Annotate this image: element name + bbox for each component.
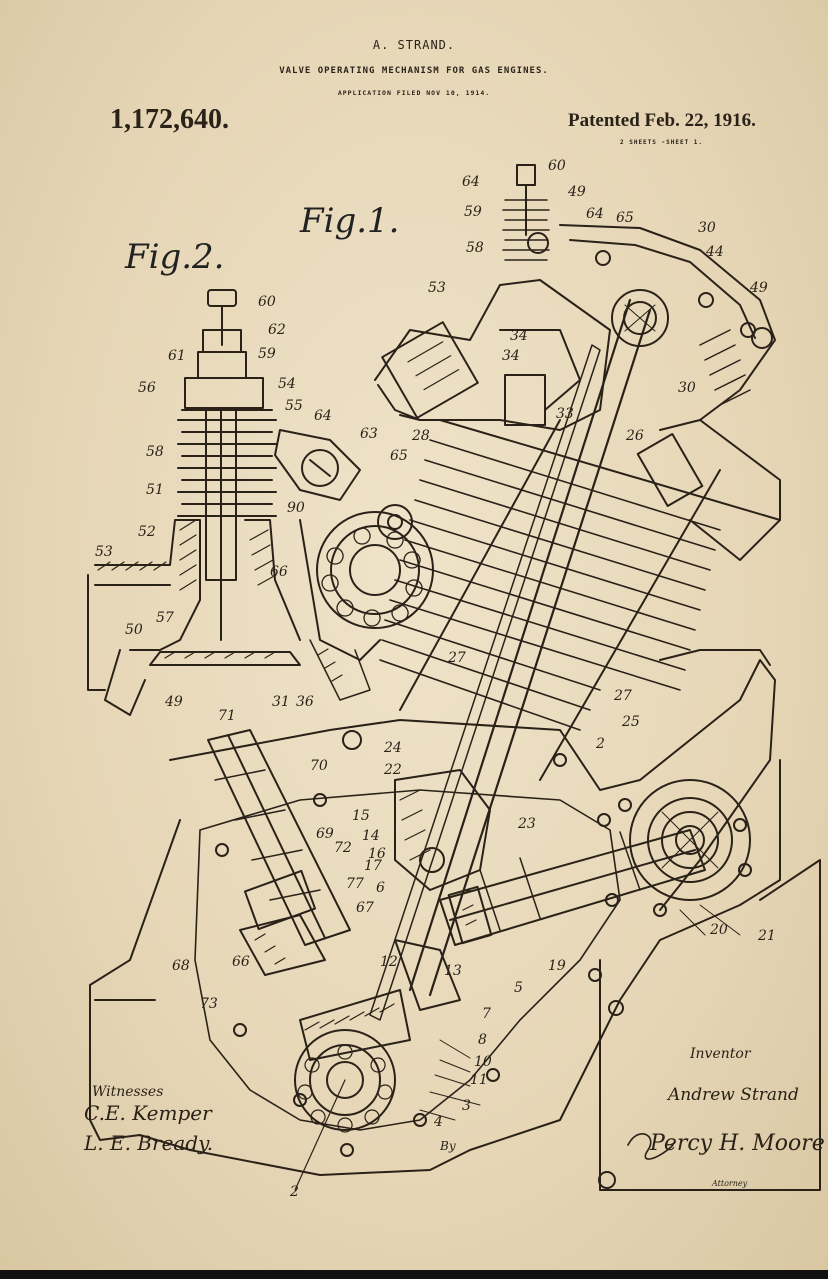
ref-num: 27	[613, 688, 632, 704]
ref-num: 34	[502, 348, 520, 364]
ref-num: 6	[376, 880, 385, 896]
ref-num: 60	[548, 158, 566, 174]
ref-num: 5	[514, 980, 523, 996]
ref-num: 15	[352, 808, 370, 824]
fig1-label: Fig.1.	[299, 201, 399, 241]
ref-num: 72	[334, 840, 352, 856]
ref-num: 54	[278, 376, 296, 392]
ref-num: 10	[474, 1054, 492, 1070]
witness-signature-2: L. E. Bready.	[83, 1131, 213, 1155]
ref-num: 53	[95, 544, 113, 560]
fig1-ref-numbers: 60 64 59 49 58 64 65 30 44 49 53 34 34 3…	[172, 158, 776, 1200]
ref-num: 60	[258, 294, 276, 310]
ref-num: 65	[616, 210, 634, 226]
ref-num: 2	[289, 1184, 299, 1200]
ref-num: 55	[285, 398, 303, 414]
ref-num: 56	[138, 380, 156, 396]
ref-num: 73	[200, 996, 218, 1012]
ref-num: 2	[595, 736, 605, 752]
ref-num: 7	[482, 1006, 491, 1022]
ref-num: 19	[548, 958, 566, 974]
inventor-header: A. STRAND.	[372, 38, 456, 52]
ref-num: 58	[146, 444, 164, 460]
fig2-label: Fig.2.	[124, 237, 224, 277]
ref-num: 49	[567, 184, 586, 200]
patented-date: Patented Feb. 22, 1916.	[568, 110, 756, 131]
ref-num: 66	[270, 564, 288, 580]
ref-num: 64	[586, 206, 604, 222]
attorney-signature: Percy H. Moore	[649, 1131, 825, 1156]
inventor-signature: Andrew Strand	[666, 1085, 799, 1105]
fig1-engine	[89, 164, 821, 1191]
ref-num: 53	[428, 280, 446, 296]
ref-num: 30	[698, 220, 716, 236]
ref-num: 64	[462, 174, 480, 190]
signature-block: Witnesses C.E. Kemper L. E. Bready. Inve…	[83, 1046, 825, 1188]
ref-num: 62	[268, 322, 286, 338]
witness-signature-1: C.E. Kemper	[84, 1101, 213, 1125]
witnesses-label: Witnesses	[92, 1084, 163, 1100]
ref-num: 4	[433, 1114, 443, 1130]
ref-num: 24	[383, 740, 402, 756]
ref-num: 16	[368, 846, 386, 862]
ref-num: 64	[314, 408, 332, 424]
ref-num: 31	[272, 694, 290, 710]
ref-num: 28	[411, 428, 430, 444]
ref-num: 22	[383, 762, 402, 778]
ref-num: 61	[168, 348, 186, 364]
ref-num: 23	[517, 816, 536, 832]
ref-num: 67	[356, 900, 374, 916]
patent-number: 1,172,640.	[110, 104, 229, 135]
ref-num: 49	[164, 694, 183, 710]
ref-num: 17	[364, 858, 382, 874]
ref-num: 13	[444, 963, 462, 979]
patent-title: VALVE OPERATING MECHANISM FOR GAS ENGINE…	[279, 66, 549, 76]
ref-num: 71	[218, 708, 236, 724]
ref-num: 36	[296, 694, 314, 710]
ref-num: 52	[138, 524, 156, 540]
ref-num: 68	[172, 958, 190, 974]
ref-num: 27	[447, 650, 466, 666]
fig2-ref-numbers: 60 62 59 61 56 54 55 64 63 65 58 51 52 5…	[95, 294, 408, 710]
ref-num: 90	[287, 500, 305, 516]
ref-num: 21	[757, 928, 776, 944]
ref-num: 34	[510, 328, 528, 344]
ref-num: 59	[464, 204, 482, 220]
by-label: By	[439, 1139, 456, 1153]
ref-num: 77	[346, 876, 364, 892]
ref-num: 50	[125, 622, 143, 638]
ref-num: 25	[621, 714, 640, 730]
ref-num: 11	[470, 1072, 488, 1088]
inventor-label: Inventor	[689, 1046, 752, 1062]
ref-num: 3	[462, 1098, 471, 1114]
ref-num: 63	[360, 426, 378, 442]
ref-num: 30	[678, 380, 696, 396]
ref-num: 33	[556, 406, 574, 422]
ref-num: 8	[478, 1032, 487, 1048]
ref-num: 12	[380, 954, 398, 970]
ref-num: 69	[316, 826, 334, 842]
ref-num: 59	[258, 346, 276, 362]
ref-num: 44	[705, 244, 724, 260]
ref-num: 49	[749, 280, 768, 296]
sheet-count: 2 SHEETS -SHEET 1.	[620, 139, 704, 146]
ref-num: 58	[466, 240, 484, 256]
ref-num: 20	[709, 922, 728, 938]
ref-num: 65	[390, 448, 408, 464]
ref-num: 70	[310, 758, 328, 774]
bottom-strip	[0, 1270, 828, 1279]
attorney-label: Attorney	[711, 1179, 748, 1188]
ref-num: 51	[146, 482, 164, 498]
ref-num: 57	[156, 610, 174, 626]
application-filed: APPLICATION FILED NOV 10, 1914.	[337, 89, 491, 97]
ref-num: 66	[232, 954, 250, 970]
ref-num: 14	[362, 828, 380, 844]
ref-num: 26	[625, 428, 644, 444]
fig2-valve-assembly	[87, 289, 434, 716]
